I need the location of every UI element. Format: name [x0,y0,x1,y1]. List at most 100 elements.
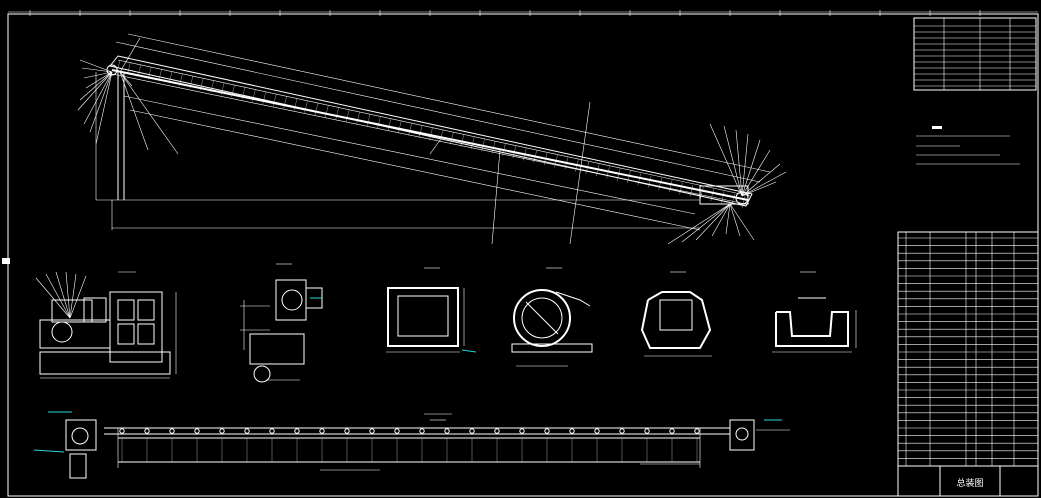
cad-circle [269,428,275,434]
cad-line [345,109,350,122]
cad-line [119,71,179,155]
cad-line [502,143,506,156]
cad-line [55,271,71,319]
cad-circle [194,428,200,434]
cad-line [491,141,496,154]
cad-line [231,84,235,97]
cad-line [554,155,558,168]
frame-left-marker [2,258,10,264]
cad-line [729,203,741,237]
cad-circle [644,428,650,434]
cad-line [241,87,246,100]
cad-line [741,149,771,197]
cad-line [408,123,412,136]
cad-line [720,191,725,204]
cad-line [725,203,731,235]
cad-line [83,71,113,79]
cad-line [470,137,475,150]
section-view-return-idler [772,271,857,353]
bill-of-materials-table: 总装图 [897,231,1039,497]
cad-line [69,273,77,319]
cad-circle [344,428,350,434]
cad-line [723,125,743,197]
cad-line [314,103,319,116]
cad-line [89,71,113,133]
cad-line [741,181,777,197]
technical-notes [916,126,1020,165]
cad-circle [144,428,150,434]
cad-line [741,171,787,197]
cad-line [83,71,113,125]
cad-line [79,71,113,101]
cad-line [418,125,423,138]
plan-view-supports [119,428,700,462]
truss-hatching [116,59,746,209]
cad-line [429,127,433,141]
cad-line [523,148,527,161]
cad-line [77,71,113,111]
cad-line [356,112,360,125]
cad-circle [519,428,525,434]
cad-line [729,203,755,241]
cad-line [335,107,339,120]
tail-leader-lines [77,37,179,155]
section-view-drive-unit [35,271,177,379]
cad-line [127,62,131,75]
cad-circle [469,428,475,434]
cad-line [439,130,444,143]
cad-line [200,78,204,91]
cad-line [741,139,761,197]
cad-line [533,150,537,163]
cad-circle [244,428,250,434]
cad-line [45,273,71,319]
cad-line [450,132,454,145]
cad-circle [444,428,450,434]
cad-line [377,116,381,129]
section-view-troughing-idler [640,271,712,357]
cad-circle [694,428,700,434]
section-view-roller [511,267,593,367]
cad-line [283,96,287,109]
cad-circle [219,428,225,434]
cad-line [252,89,256,102]
cad-circle [619,428,625,434]
cad-line [325,105,329,118]
cad-line [158,69,162,82]
cad-line [741,163,781,197]
cad-line [637,173,642,186]
cad-line [481,139,485,152]
title-block-title: 总装图 [956,477,983,489]
cad-line [681,203,731,243]
cad-circle [369,428,375,434]
cad-circle [294,428,300,434]
cad-circle [594,428,600,434]
cad-line [293,98,298,111]
cad-line [119,37,141,73]
cad-line [148,66,152,79]
cad-line [85,71,113,89]
cad-line [65,271,71,319]
cad-line [564,157,569,170]
cad-line [741,195,746,209]
drawing-frame [2,10,1039,497]
cad-line [575,159,579,172]
top-right-parts-table [913,17,1037,91]
cad-line [137,64,142,77]
cad-line [273,93,277,107]
cad-line [689,184,694,197]
cad-line [512,146,517,159]
cad-line [189,75,194,88]
cad-line [606,166,610,179]
cad-line [741,133,749,197]
cad-line [735,129,743,197]
conveyor-plan-view [33,411,790,479]
cad-line [387,118,392,131]
cad-line [79,59,113,73]
cad-line [304,100,308,113]
cad-line [119,71,149,151]
cad-line [95,71,113,145]
cad-line [460,134,464,147]
head-leader-lines [667,123,787,245]
cad-line [667,203,731,245]
